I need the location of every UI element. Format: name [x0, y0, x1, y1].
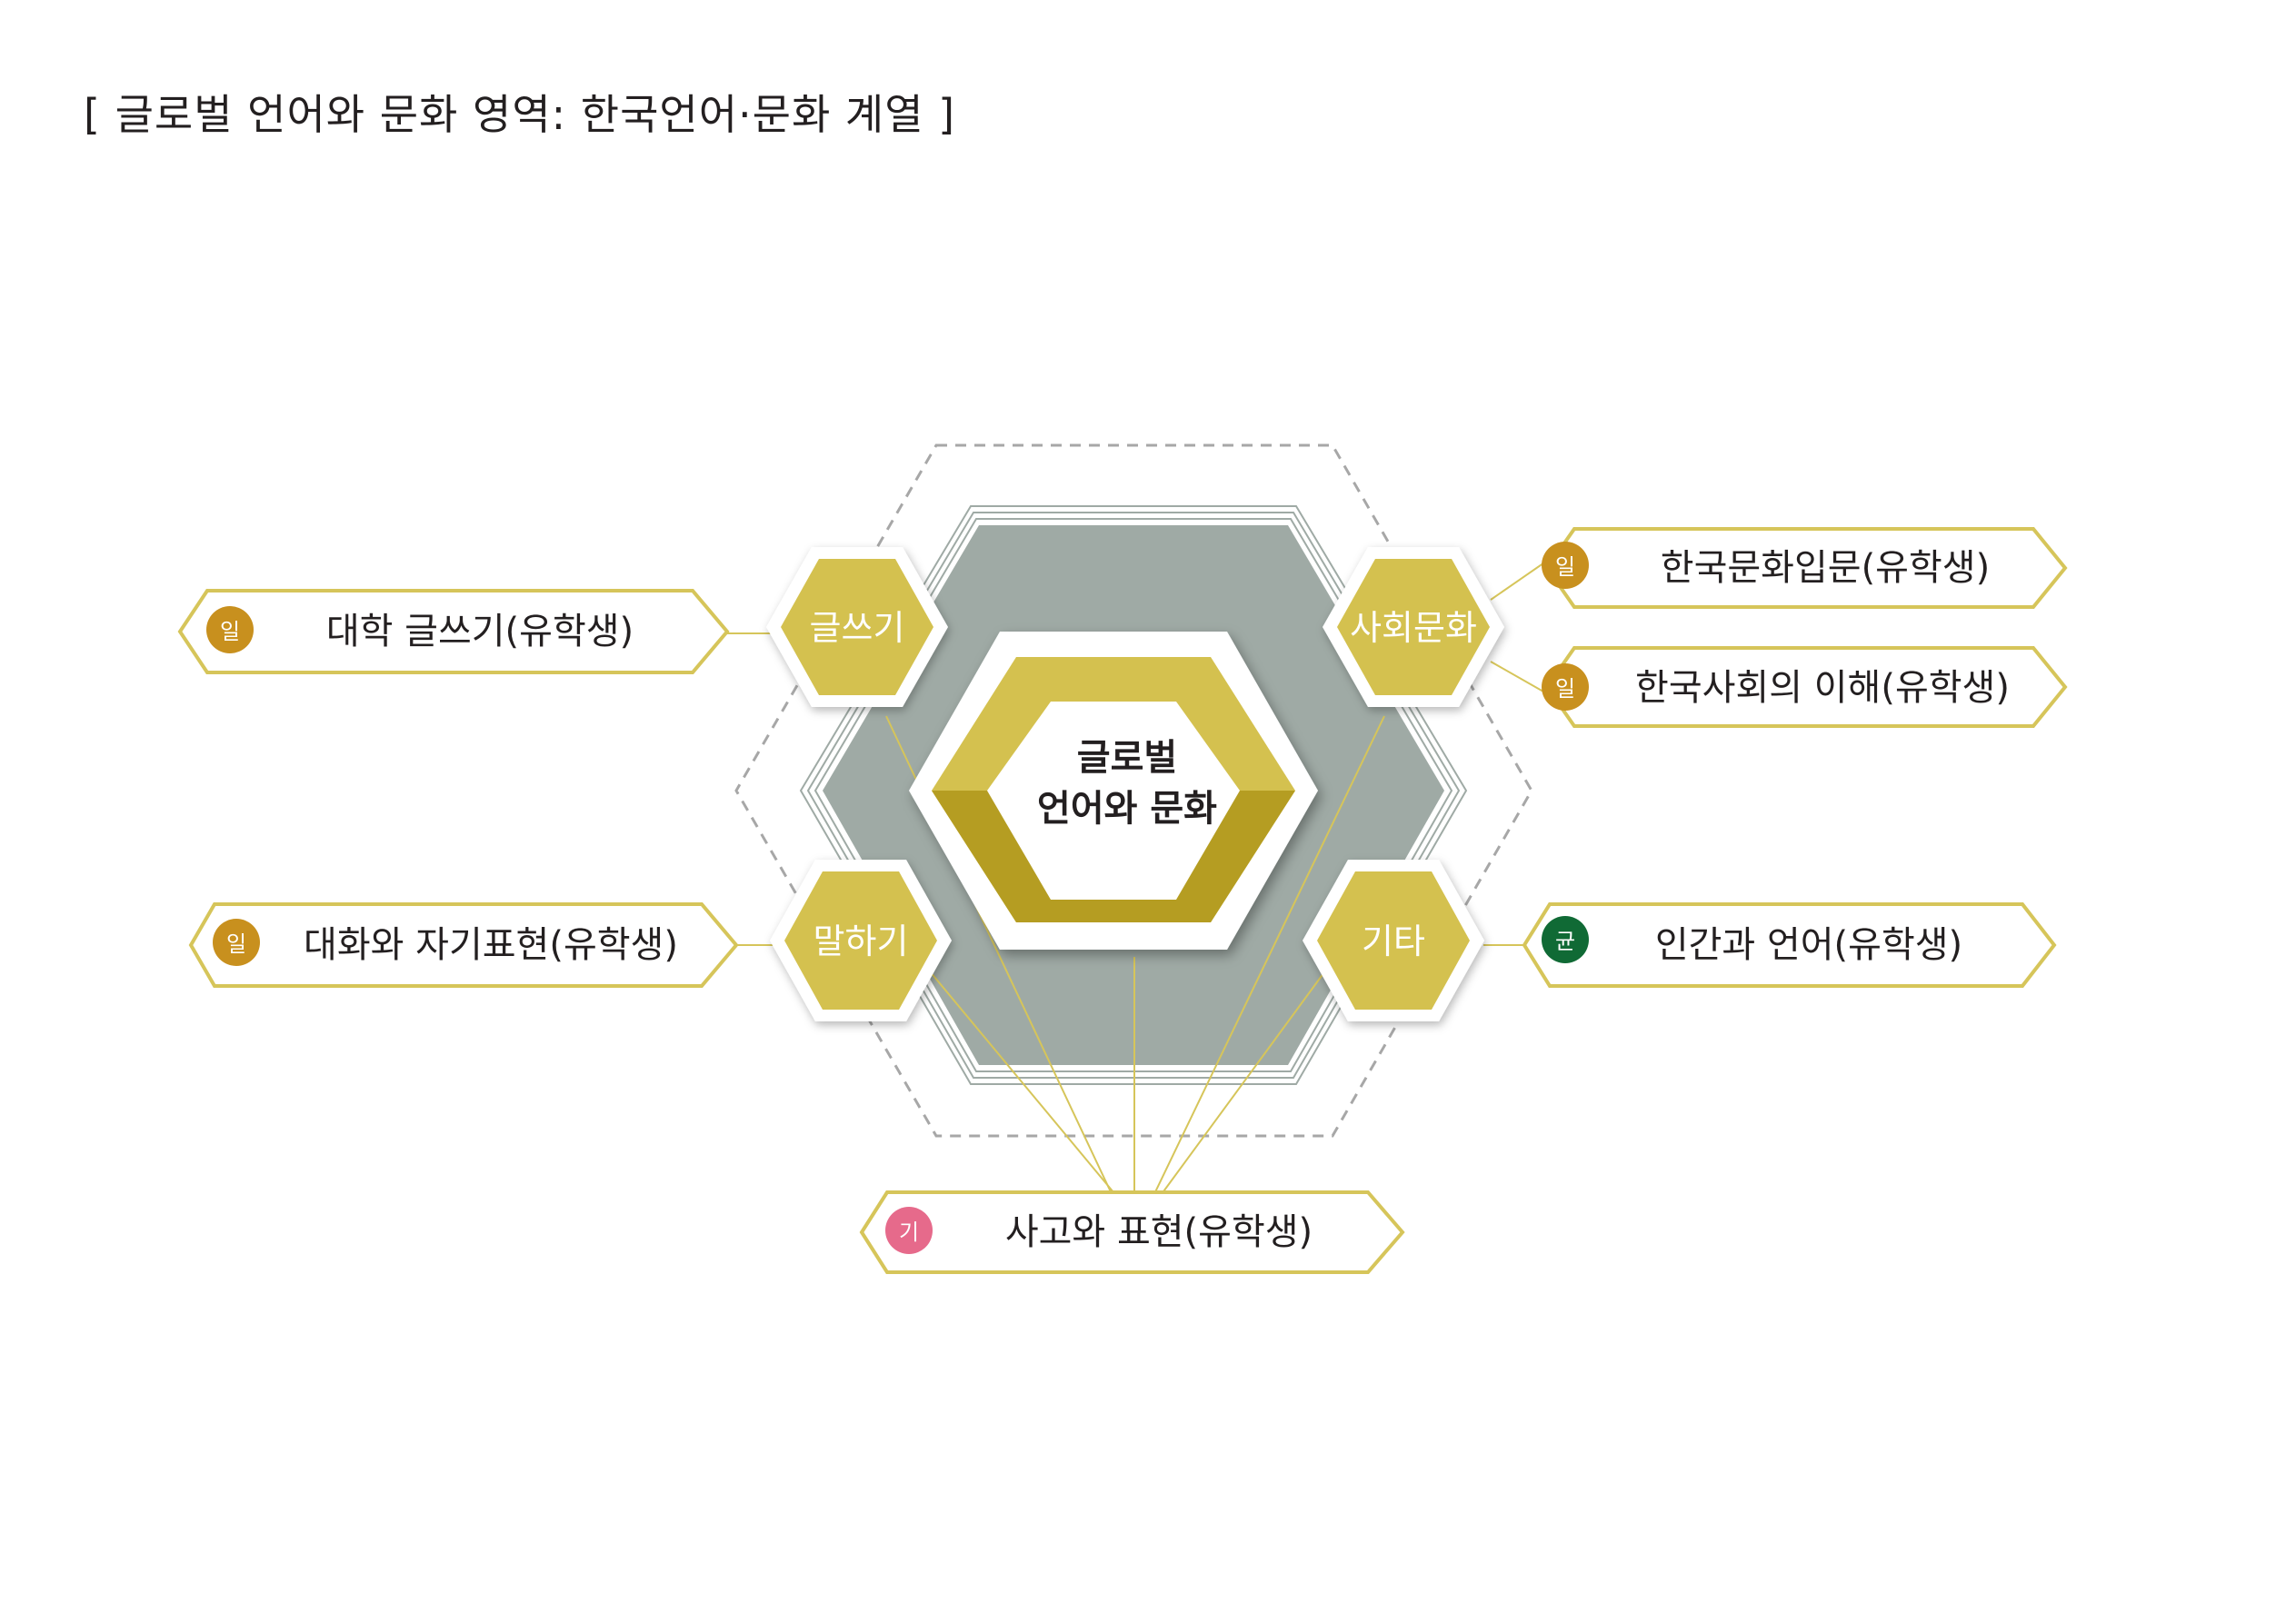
category-writing-label: 글쓰기	[810, 608, 905, 648]
outer-dashed-hexagon	[734, 443, 1533, 1138]
course-label: 대화와 자기표현(유학생)	[304, 924, 678, 966]
center-hex-inner	[987, 702, 1240, 900]
course-label: 인간과 언어(유학생)	[1655, 924, 1962, 966]
course-human-language[interactable]: 균 인간과 언어(유학생)	[1522, 902, 2057, 988]
course-thinking-expression[interactable]: 기 사고와 표현(유학생)	[859, 1190, 1405, 1274]
category-other-label: 기타	[1362, 921, 1425, 961]
course-writing-univ[interactable]: 일 대학 글쓰기(유학생)	[177, 589, 730, 674]
badge-il-icon	[1542, 663, 1589, 711]
badge-gyun-icon	[1542, 916, 1589, 963]
course-badge: 일	[1555, 554, 1575, 580]
page-title: [ 글로벌 언어와 문화 영역: 한국언어·문화 계열 ]	[84, 90, 956, 139]
category-society[interactable]: 사회문화	[1323, 547, 1504, 707]
course-badge: 기	[899, 1220, 919, 1245]
category-society-label: 사회문화	[1350, 608, 1477, 648]
course-speaking-dialog[interactable]: 일 대화와 자기표현(유학생)	[188, 902, 739, 988]
course-label: 사고와 표현(유학생)	[1005, 1211, 1313, 1253]
category-other[interactable]: 기타	[1303, 860, 1484, 1021]
course-badge: 균	[1555, 929, 1575, 954]
course-label: 대학 글쓰기(유학생)	[326, 611, 634, 652]
category-speaking[interactable]: 말하기	[770, 860, 952, 1021]
course-label: 한국사회의 이해(유학생)	[1635, 667, 2010, 709]
course-badge: 일	[1555, 676, 1575, 702]
course-badge: 일	[220, 619, 240, 644]
course-korea-intro[interactable]: 일 한국문화입문(유학생)	[1542, 527, 2068, 609]
badge-il-icon	[206, 606, 254, 653]
category-writing[interactable]: 글쓰기	[766, 547, 948, 707]
center-label-line1: 글로벌	[1077, 737, 1177, 779]
course-korea-society[interactable]: 일 한국사회의 이해(유학생)	[1542, 646, 2068, 728]
badge-il-icon	[1542, 542, 1589, 589]
course-label: 한국문화입문(유학생)	[1661, 547, 1990, 589]
badge-il-icon	[213, 919, 260, 966]
course-badge: 일	[226, 931, 246, 957]
category-speaking-label: 말하기	[814, 921, 909, 961]
badge-gi-icon	[885, 1207, 933, 1254]
center-label-line2: 언어와 문화	[1037, 788, 1217, 830]
